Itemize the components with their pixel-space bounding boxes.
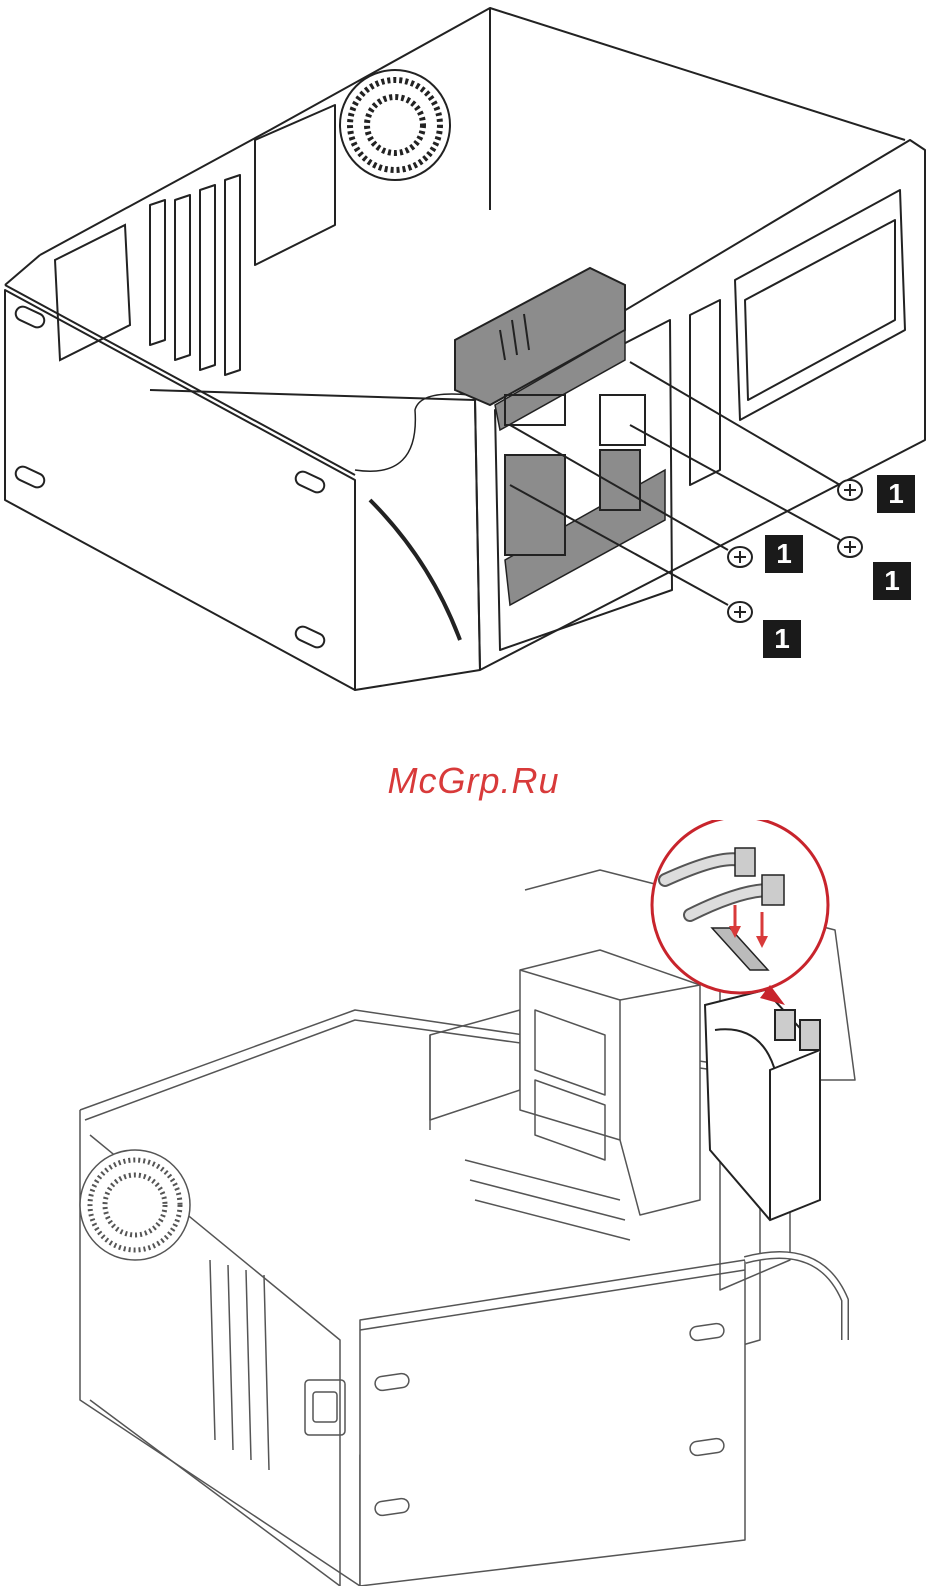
callout-label: 1 [763,620,801,658]
figure-chassis-drive-screws [0,0,947,710]
fan-grille [80,1150,190,1260]
callout-label: 1 [765,535,803,573]
callout-label: 1 [873,562,911,600]
callout-label: 1 [877,475,915,513]
watermark-text: McGrp.Ru [0,760,947,802]
figure-drive-cage-cables [0,820,947,1586]
hard-drive [705,990,820,1220]
